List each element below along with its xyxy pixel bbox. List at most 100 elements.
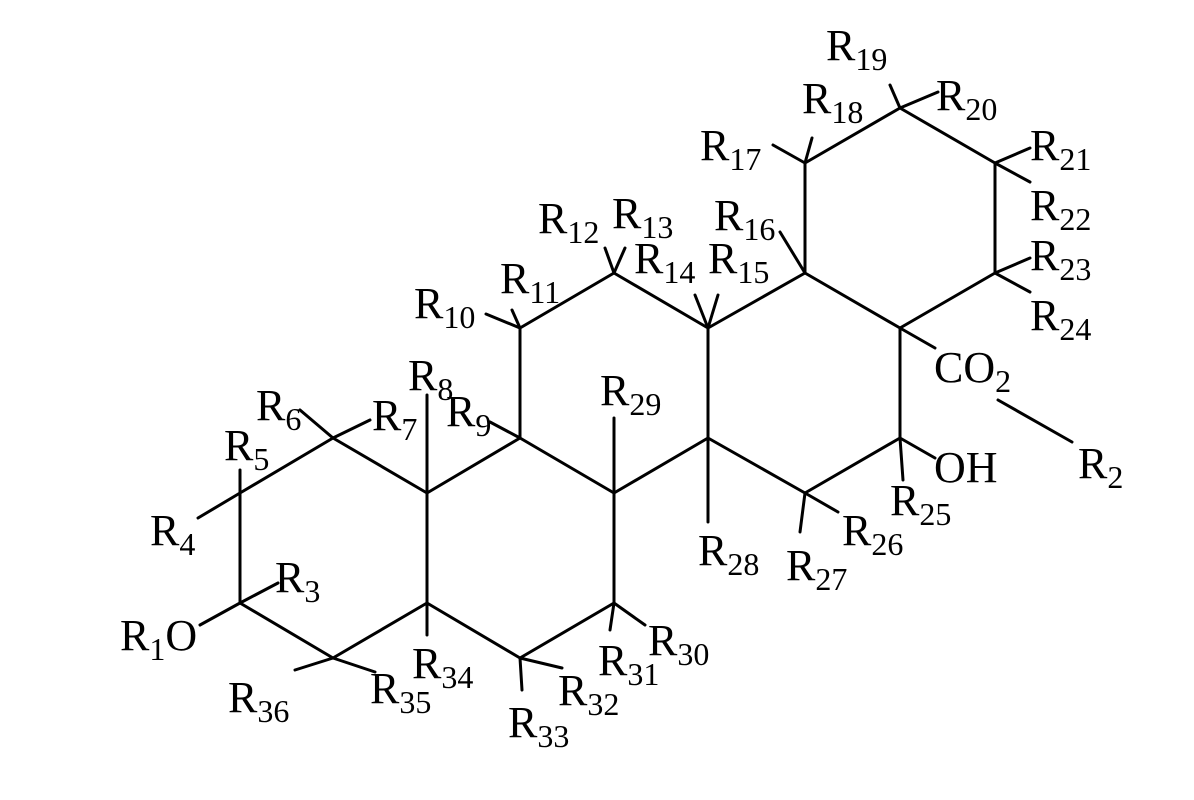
label-subscript: 25: [919, 496, 951, 532]
label-subscript: 10: [443, 299, 475, 335]
bond: [425, 601, 522, 660]
label-r32: R32: [558, 666, 619, 722]
label-main: R: [648, 616, 678, 665]
bond: [898, 90, 940, 110]
label-main: R: [700, 121, 730, 170]
label-main: R: [802, 74, 832, 123]
bond: [888, 83, 902, 110]
bond: [898, 271, 997, 330]
label-subscript: 22: [1059, 201, 1091, 237]
label-r36: R36: [228, 673, 289, 729]
label-subscript: 13: [641, 209, 673, 245]
label-subscript: 17: [729, 141, 761, 177]
bond: [608, 601, 616, 632]
label-r15: R15: [708, 234, 769, 290]
label-subscript: 19: [855, 41, 887, 77]
label-r23: R23: [1030, 231, 1091, 287]
label-r24: R24: [1030, 291, 1091, 347]
label-subscript: 4: [179, 526, 195, 562]
label-main: R: [446, 387, 476, 436]
label-subscript: 31: [627, 656, 659, 692]
label-r17: R17: [700, 121, 761, 177]
label-r22: R22: [1030, 181, 1091, 237]
label-r8: R8: [408, 351, 453, 407]
bond: [993, 256, 1032, 275]
label-subscript: 21: [1059, 141, 1091, 177]
label-main: R: [842, 506, 872, 555]
label-r19: R19: [826, 21, 887, 77]
label-main: R: [414, 279, 444, 328]
bond: [803, 271, 902, 330]
label-subscript: 5: [253, 441, 269, 477]
label-main: R: [256, 381, 286, 430]
label-subscript: 2: [1107, 459, 1123, 495]
label-main: R: [500, 254, 530, 303]
label-main: R: [708, 234, 738, 283]
bond: [612, 246, 627, 275]
label-subscript: 7: [401, 411, 417, 447]
bond: [293, 656, 335, 672]
label-subscript: 29: [629, 386, 661, 422]
label-main: R: [120, 611, 150, 660]
label-subscript: 11: [529, 274, 560, 310]
label-r3: R3: [275, 553, 320, 609]
bond: [196, 491, 242, 520]
bond: [484, 312, 522, 330]
label-subscript: 16: [743, 211, 775, 247]
label-subscript: 3: [304, 573, 320, 609]
label-main: R: [372, 391, 402, 440]
label-subscript: 14: [663, 254, 695, 290]
label-r10: R10: [414, 279, 475, 335]
label-main: R: [408, 351, 438, 400]
bond: [298, 408, 335, 440]
bond: [706, 293, 720, 330]
label-r26: R26: [842, 506, 903, 562]
label-r13: R13: [612, 189, 673, 245]
label-r27: R27: [786, 541, 847, 597]
bond: [803, 136, 814, 165]
bond: [510, 308, 522, 330]
bond: [612, 271, 710, 330]
label-subscript: 35: [399, 684, 431, 720]
label-main: R: [600, 366, 630, 415]
bond: [238, 581, 280, 605]
label-main: R: [612, 189, 642, 238]
label-main: R: [275, 553, 305, 602]
bond: [993, 146, 1032, 165]
label-main: R: [412, 639, 442, 688]
bond: [488, 420, 522, 440]
label-subscript: 8: [437, 371, 453, 407]
bond: [603, 246, 616, 275]
label-main: R: [826, 21, 856, 70]
label-r6: R6: [256, 381, 301, 437]
bond: [706, 436, 807, 495]
label-oh: OH: [934, 443, 998, 492]
bond: [803, 491, 840, 514]
label-main: R: [936, 71, 966, 120]
label-subscript: 9: [475, 407, 491, 443]
bond: [518, 436, 616, 495]
label-main: R: [1030, 231, 1060, 280]
label-subscript: 24: [1059, 311, 1091, 347]
bond: [238, 436, 335, 495]
label-r31: R31: [598, 636, 659, 692]
label-main: R: [1030, 121, 1060, 170]
label-subscript: 12: [567, 214, 599, 250]
label-subscript: 23: [1059, 251, 1091, 287]
label-main: R: [150, 506, 180, 555]
bond: [518, 656, 524, 692]
bond: [798, 491, 807, 534]
label-subscript: 34: [441, 659, 473, 695]
label-r4: R4: [150, 506, 195, 562]
label-subscript: 20: [965, 91, 997, 127]
label-subscript: 1: [149, 631, 165, 667]
bond: [771, 143, 807, 165]
bond: [898, 436, 937, 460]
label-main: R: [538, 194, 568, 243]
bond: [198, 601, 242, 627]
label-subscript: 2: [995, 363, 1011, 399]
label-main: R: [1030, 181, 1060, 230]
label-r30: R30: [648, 616, 709, 672]
bond: [612, 601, 647, 627]
